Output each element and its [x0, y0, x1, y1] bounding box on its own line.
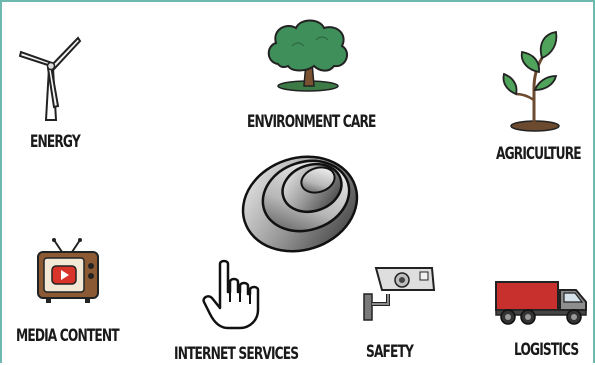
internet-services-label: INTERNET SERVICES — [174, 344, 299, 364]
security-camera-icon — [363, 267, 436, 321]
agriculture-label: AGRICULTURE — [496, 144, 582, 164]
sprout-icon — [502, 30, 560, 132]
media-content-label: MEDIA CONTENT — [16, 326, 120, 346]
truck-icon — [495, 281, 587, 325]
concentric-rings-logo — [241, 155, 359, 253]
energy-label: ENERGY — [30, 132, 81, 152]
logistics-label: LOGISTICS — [514, 340, 579, 360]
wind-turbine-icon — [18, 36, 82, 121]
environment-care-label: ENVIRONMENT CARE — [247, 112, 376, 132]
tv-icon — [37, 238, 99, 303]
tree-icon — [267, 19, 349, 92]
safety-label: SAFETY — [366, 342, 414, 362]
pointer-hand-icon — [202, 259, 260, 330]
